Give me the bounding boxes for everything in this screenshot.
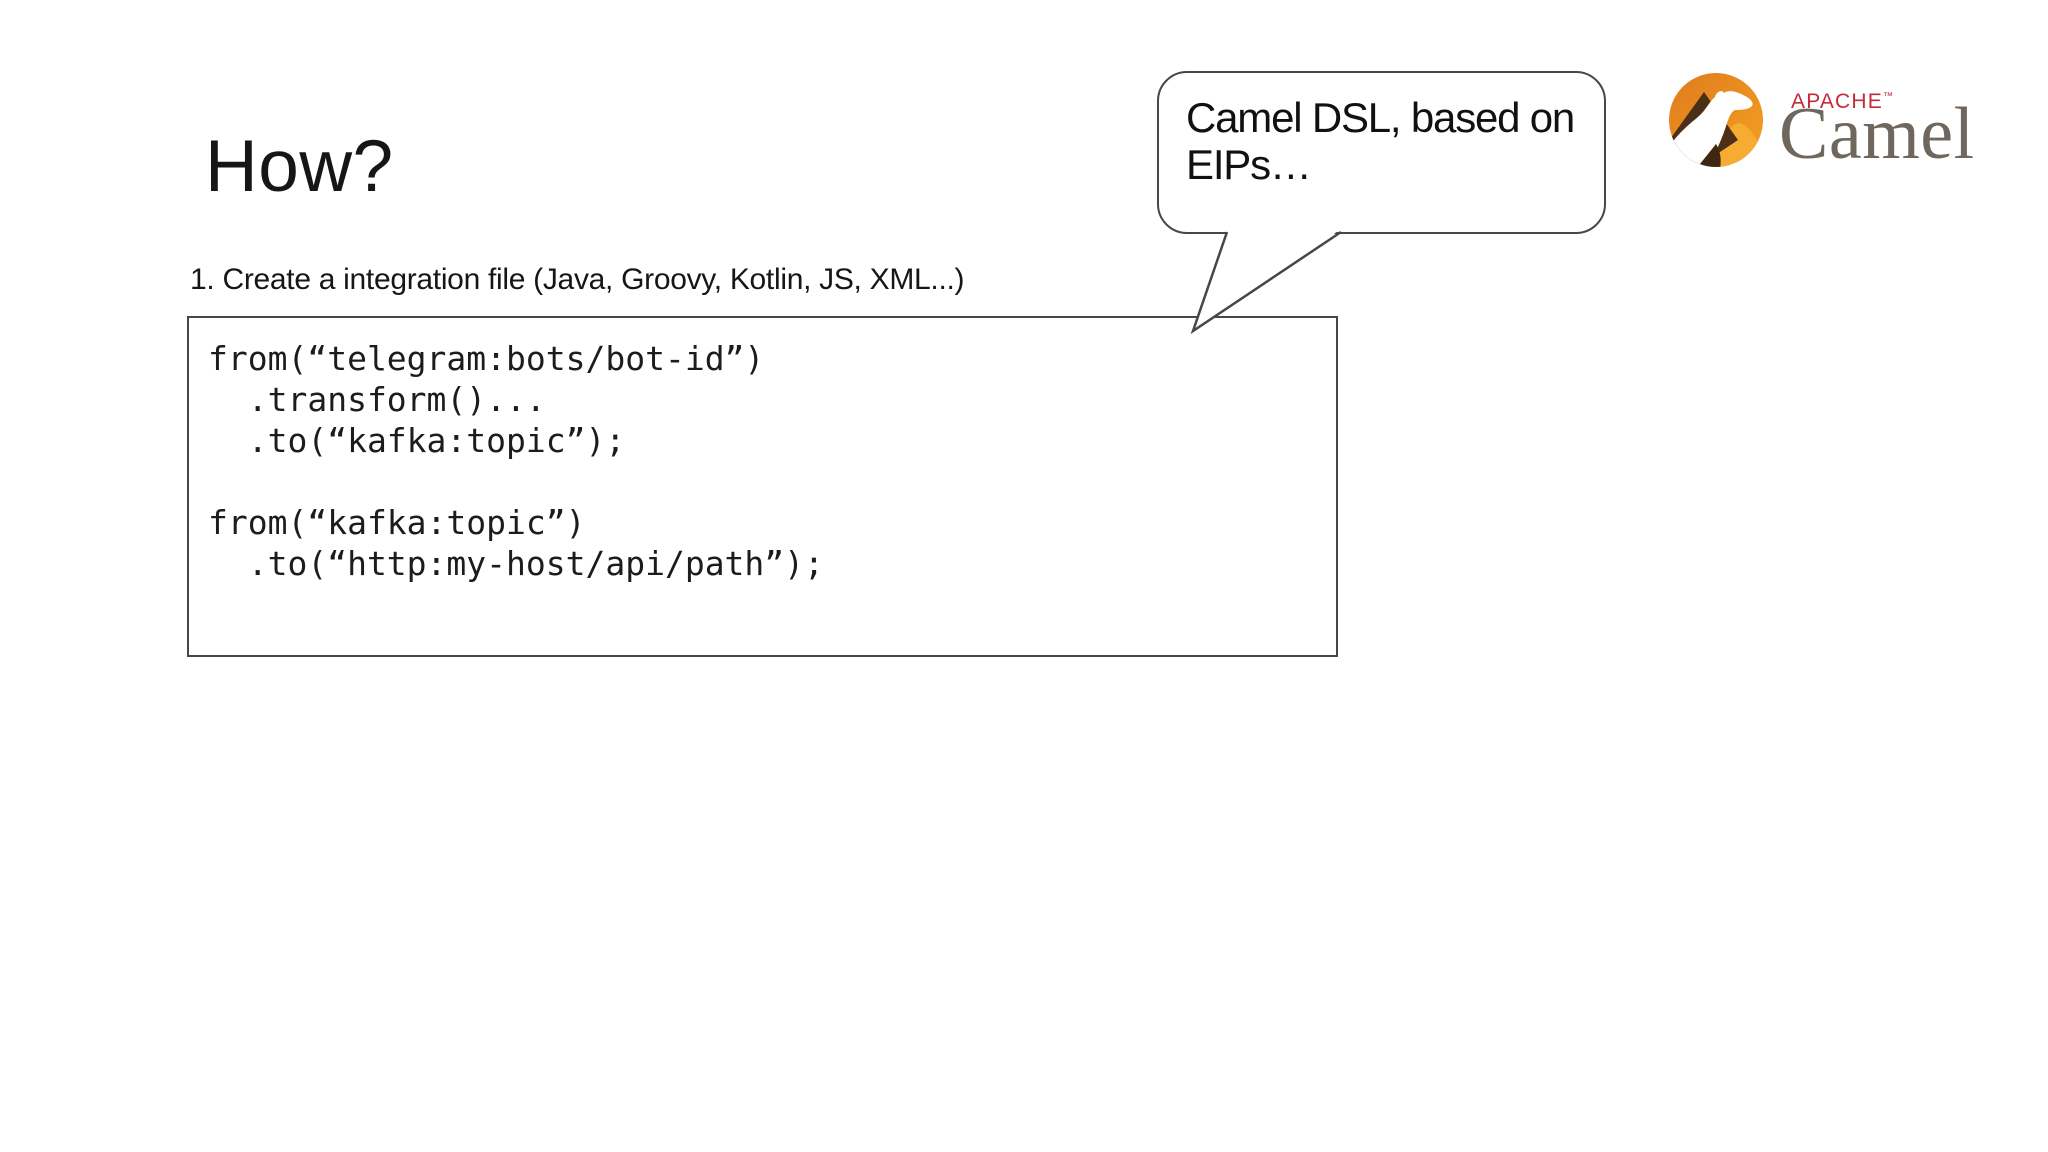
code-line: .to(“kafka:topic”); [208,421,626,460]
camel-logo-icon [1669,73,1763,167]
apache-text: APACHE [1791,90,1883,113]
page-title: How? [205,126,394,207]
callout-bubble: Camel DSL, based on EIPs… [1157,71,1606,234]
camel-wordmark: Camel [1779,93,1975,175]
code-line: .transform()... [208,380,546,419]
code-block: from(“telegram:bots/bot-id”) .transform(… [187,316,1338,657]
code-line [208,461,1326,502]
apache-wordmark: APACHE™ [1791,86,1893,112]
step-1-text: 1. Create a integration file (Java, Groo… [190,263,965,296]
code-line: from(“telegram:bots/bot-id”) [208,339,765,378]
trademark-symbol: ™ [1883,91,1893,102]
code-line: .to(“http:my-host/api/path”); [208,544,824,583]
code-line: from(“kafka:topic”) [208,503,586,542]
callout-text: Camel DSL, based on EIPs… [1186,94,1575,188]
